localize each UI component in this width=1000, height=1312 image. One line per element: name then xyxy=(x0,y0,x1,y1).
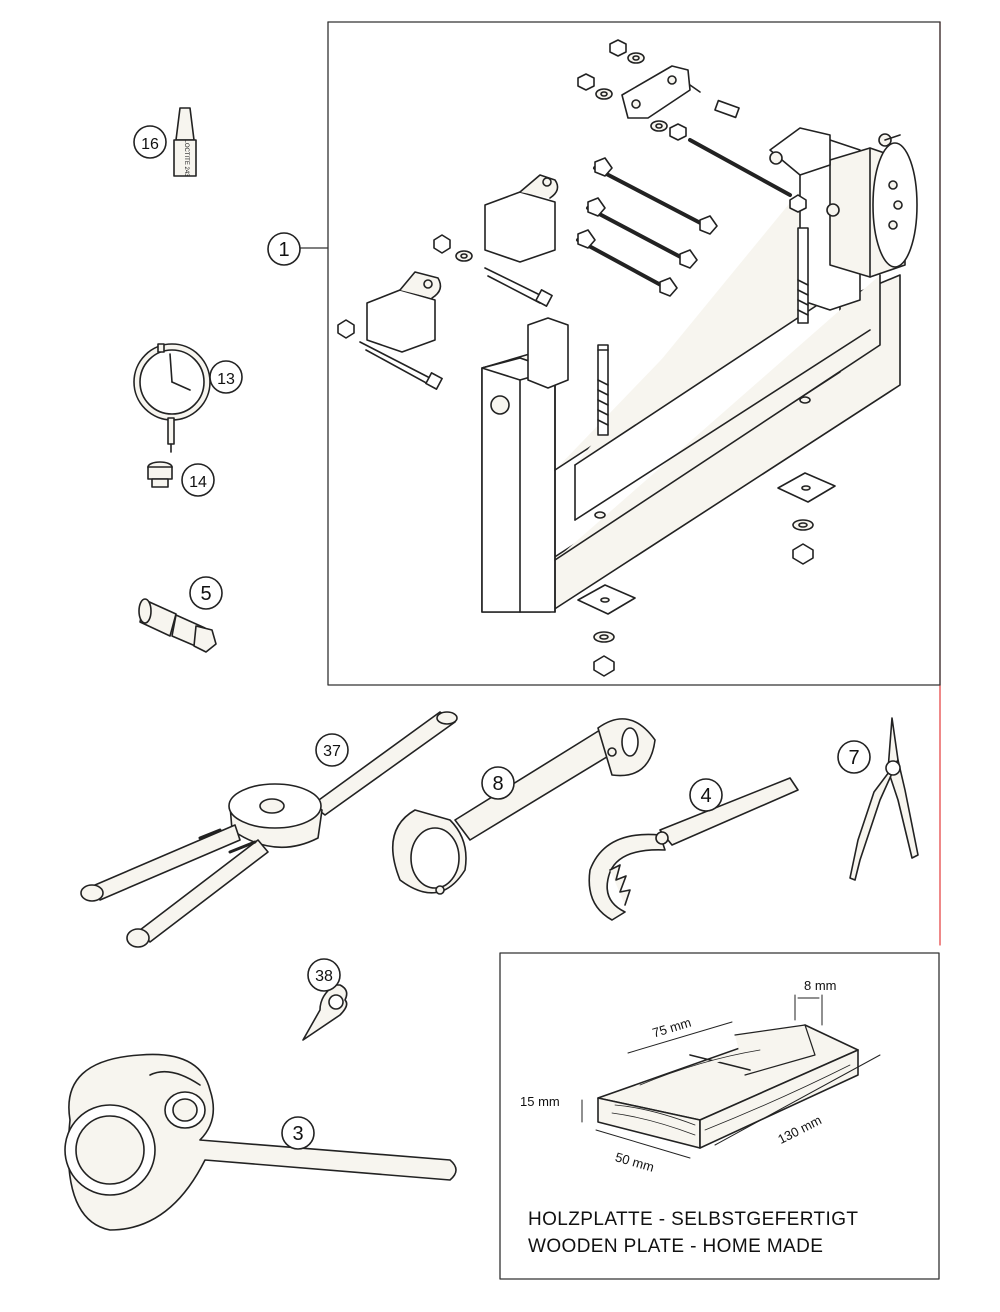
callouts xyxy=(133,125,871,1150)
dim-130mm: 130 mm xyxy=(775,1112,824,1147)
callout-circle-13 xyxy=(209,360,243,394)
threaded-rods xyxy=(576,157,718,297)
dim-15mm: 15 mm xyxy=(520,1094,560,1109)
callout-38: 38 xyxy=(315,968,333,985)
callout-circle-38 xyxy=(307,958,341,992)
puller-tool xyxy=(138,598,217,653)
callout-3: 3 xyxy=(292,1123,303,1145)
lock-washer-38 xyxy=(302,984,348,1041)
loctite-bottle: LOCTITE 243 xyxy=(173,107,197,177)
callout-4: 4 xyxy=(700,785,711,807)
callout-numbers: 1 16 13 14 5 37 8 4 7 38 3 xyxy=(141,136,859,1145)
dim-50mm: 50 mm xyxy=(613,1149,655,1174)
engine-stand-frame-box xyxy=(299,21,941,946)
dial-gauge xyxy=(133,343,211,453)
caption-german: HOLZPLATTE - SELBSTGEFERTIGT xyxy=(528,1209,858,1230)
clutch-holder-3 xyxy=(64,1053,457,1231)
callout-circle-14 xyxy=(181,463,215,497)
circlip-pliers-7 xyxy=(849,717,919,881)
hook-spanner-4 xyxy=(588,777,799,921)
callout-circle-3 xyxy=(281,1116,315,1150)
bottle-label: LOCTITE 243 xyxy=(183,139,189,177)
callout-circle-1 xyxy=(267,232,301,266)
callout-circle-8 xyxy=(481,766,515,800)
callout-5: 5 xyxy=(200,583,211,605)
callout-1: 1 xyxy=(278,239,289,261)
caption-english: WOODEN PLATE - HOME MADE xyxy=(528,1236,823,1257)
callout-14: 14 xyxy=(189,474,207,491)
gauge-adapter xyxy=(147,461,173,488)
callout-13: 13 xyxy=(217,371,235,388)
callout-circle-4 xyxy=(689,778,723,812)
dim-75mm: 75 mm xyxy=(651,1015,693,1041)
callout-16: 16 xyxy=(141,136,159,153)
holding-tool-37 xyxy=(80,711,458,948)
dim-8mm: 8 mm xyxy=(804,978,837,993)
engine-stand xyxy=(337,39,918,677)
callout-circle-7 xyxy=(837,740,871,774)
callout-circle-5 xyxy=(189,576,223,610)
callout-7: 7 xyxy=(848,747,859,769)
callout-circle-37 xyxy=(315,733,349,767)
pin-spanner-8 xyxy=(392,718,656,895)
callout-circle-16 xyxy=(133,125,167,159)
callout-37: 37 xyxy=(323,743,341,760)
wooden-plate-inset xyxy=(499,952,940,1280)
callout-8: 8 xyxy=(492,773,503,795)
